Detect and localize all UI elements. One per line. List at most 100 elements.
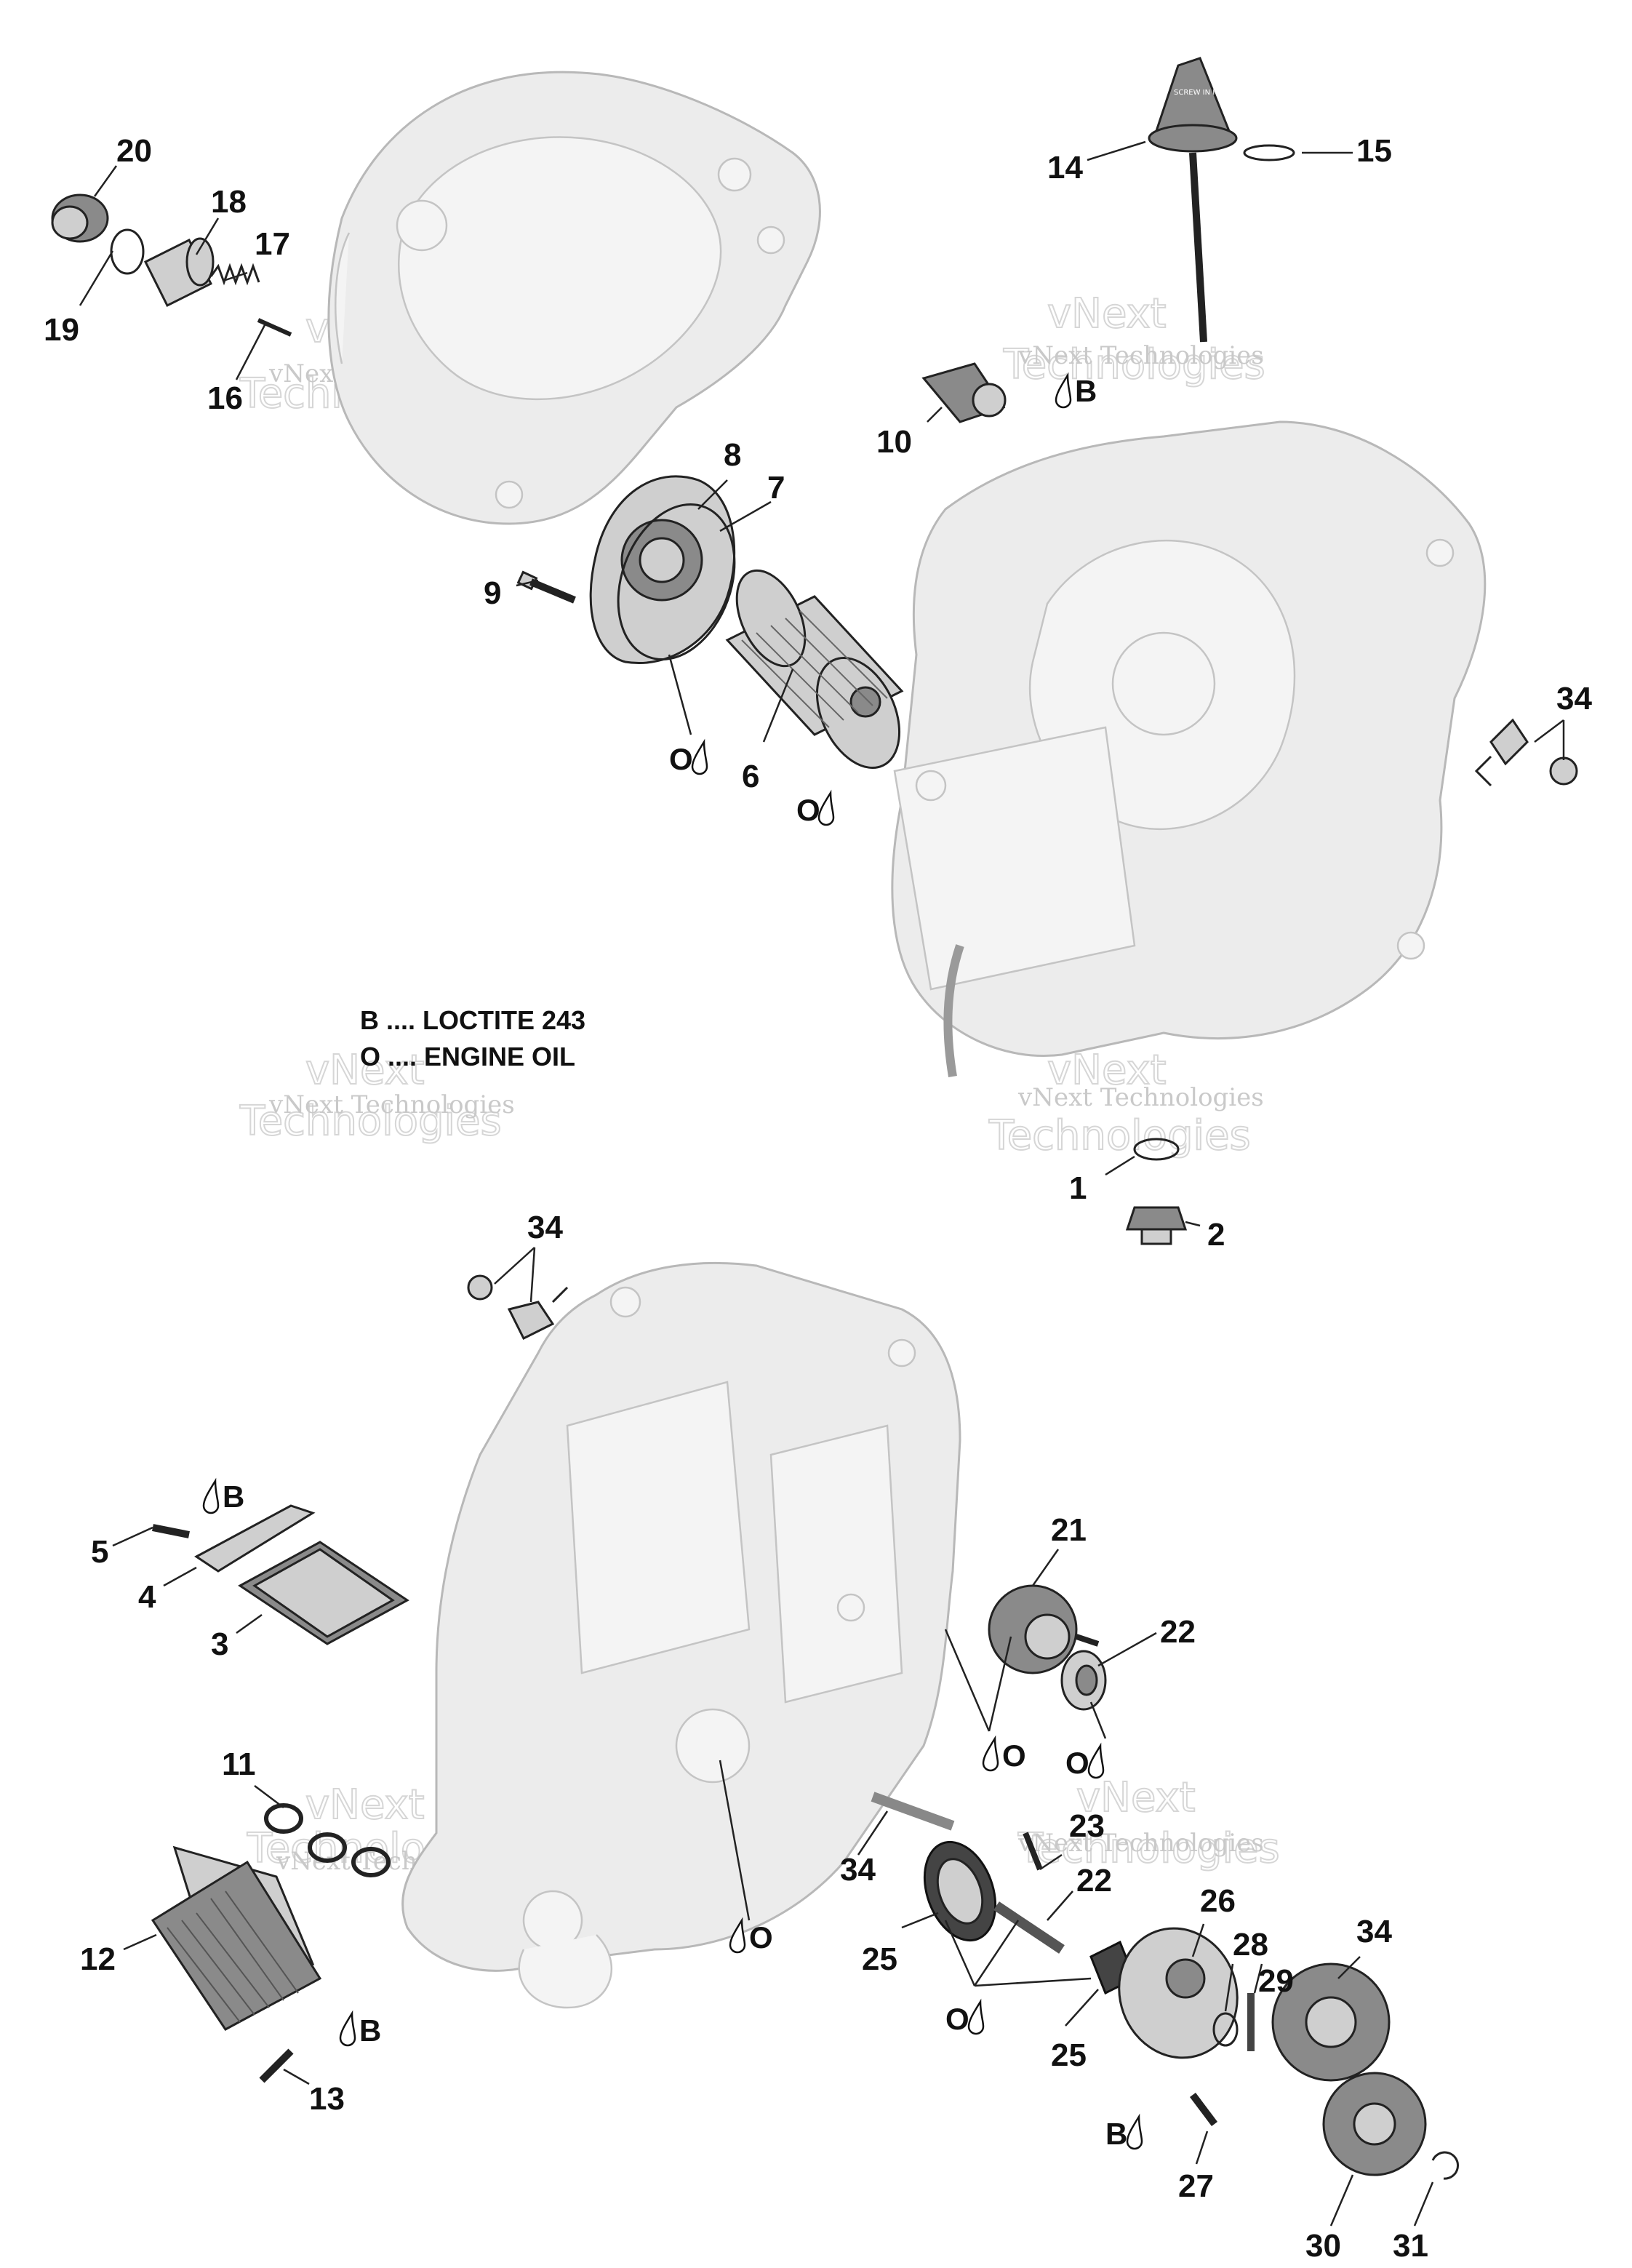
callout-4: 4 [138, 1579, 156, 1615]
callout-14: 14 [1047, 150, 1083, 185]
watermark-text: vNext [1047, 290, 1167, 338]
circlip-part-31 [1431, 2151, 1460, 2180]
bracket-part-4 [194, 1504, 316, 1573]
svg-text:B: B [1105, 2117, 1127, 2151]
watermark-text: vNext Technologies [1017, 1829, 1264, 1858]
seal-part-22 [1060, 1650, 1107, 1711]
loctite-symbol: B [1055, 372, 1097, 409]
svg-text:O: O [1002, 1738, 1026, 1773]
engine-oil-symbol: O [982, 1735, 1026, 1773]
oil-filter-cover-part-8 [589, 475, 736, 664]
callout-19: 19 [44, 312, 79, 348]
svg-text:B: B [359, 2013, 381, 2048]
leader-lines [79, 140, 1565, 2227]
callout-15: 15 [1356, 133, 1392, 169]
callout-25-outer: 25 [862, 1941, 897, 1977]
callout-33: 34 [1356, 1914, 1392, 1949]
engine-oil-symbol: O [729, 1917, 773, 1954]
callout-31: 31 [1393, 2228, 1428, 2264]
svg-text:B: B [1075, 374, 1097, 408]
loctite-symbol: B [1105, 2113, 1143, 2151]
svg-text:O: O [796, 793, 820, 827]
callout-17: 17 [255, 226, 290, 262]
callout-24: 23 [1069, 1808, 1105, 1844]
callout-6: 6 [742, 759, 759, 794]
shaft-part-32 [871, 1792, 955, 1831]
watermark-text: vNext Technologies [268, 1090, 515, 1119]
oil-cooler-part-12 [151, 1845, 322, 2031]
engine-oil-symbol: O [796, 789, 835, 827]
bolt-part-5 [152, 1524, 190, 1538]
bolt-part-9 [516, 570, 576, 604]
callout-10: 10 [876, 424, 912, 460]
bolt-part-13 [259, 2048, 294, 2083]
callout-28: 28 [1233, 1927, 1268, 1962]
engine-oil-symbol: O [945, 1998, 985, 2036]
o-ring-part-7 [617, 503, 736, 661]
callout-13: 13 [309, 2081, 345, 2117]
crankcase-lower-housing [401, 1261, 961, 2009]
gear-part-30 [1322, 2072, 1427, 2176]
callout-23: 22 [1076, 1863, 1112, 1898]
bolt-part-27 [1190, 2093, 1217, 2126]
svg-text:O: O [945, 2002, 969, 2036]
crankcase-upper-housing [891, 420, 1487, 1077]
callout-5: 5 [91, 1534, 108, 1570]
callout-12: 12 [80, 1941, 116, 1977]
rotor-part-25-outer [923, 1840, 997, 1942]
dowel-part-24 [1023, 1832, 1043, 1871]
clip-part-34-lower [467, 1274, 569, 1341]
legend-engine-oil: O .... ENGINE OIL [360, 1042, 575, 1071]
watermark-text: vNext [1076, 1774, 1196, 1821]
callout-27: 27 [1178, 2168, 1214, 2204]
dipstick-label: SCREW IN FOR OIL CHECK [1174, 89, 1269, 97]
callout-11: 11 [222, 1746, 256, 1782]
gasket-part-3 [238, 1541, 409, 1645]
callout-2: 2 [1207, 1217, 1225, 1253]
callout-7: 7 [767, 470, 785, 506]
svg-text:O: O [749, 1920, 773, 1954]
callout-9: 9 [484, 575, 501, 611]
dipstick-part-14: SCREW IN FOR OIL CHECK [1148, 57, 1269, 343]
watermark-text: vNext [305, 1781, 425, 1829]
engine-oil-symbol: O [1065, 1742, 1105, 1780]
callout-34-lower: 34 [527, 1210, 563, 1245]
watermark-text: vNext [305, 1047, 425, 1094]
fitting-part-10 [921, 362, 1007, 423]
callout-18: 18 [211, 184, 247, 220]
clutch-cover-housing [327, 71, 821, 525]
pin-part-16 [257, 318, 292, 337]
loctite-symbol: B [339, 2010, 381, 2048]
callout-26: 26 [1200, 1883, 1236, 1919]
legend: B .... LOCTITE 243 O .... ENGINE OIL [360, 1005, 585, 1071]
loctite-symbol: B [202, 1477, 244, 1514]
o-ring-part-19 [110, 228, 145, 275]
oil-filter-part-6 [725, 569, 904, 770]
callout-21: 21 [1051, 1512, 1087, 1548]
callout-8: 8 [724, 437, 741, 473]
washer-part-28 [1212, 2012, 1239, 2047]
callout-25-inner: 25 [1051, 2037, 1087, 2073]
watermark-text: vNext Technologies [1017, 1083, 1264, 1112]
o-ring-part-1 [1133, 1138, 1180, 1161]
legend-loctite: B .... LOCTITE 243 [360, 1005, 585, 1035]
watermark-text: Technologies [988, 1112, 1251, 1159]
callout-16: 16 [207, 380, 243, 416]
shaft-part-23 [993, 1901, 1065, 1954]
pump-cover-part-26 [1118, 1927, 1239, 2059]
svg-text:O: O [669, 742, 693, 776]
callout-1: 1 [1069, 1170, 1087, 1206]
callout-30: 30 [1305, 2228, 1341, 2264]
o-ring-part-15 [1243, 144, 1295, 161]
clip-part-34-upper [1474, 718, 1578, 787]
callout-34-upper: 34 [1556, 681, 1592, 716]
callout-20: 20 [116, 133, 152, 169]
application-symbols: O O B B O O O [202, 372, 1143, 2151]
callout-labels: 20 18 17 19 16 14 15 10 8 7 9 6 34 1 2 3… [44, 133, 1592, 2264]
callout-3: 3 [211, 1626, 228, 1662]
engine-oil-symbol: O [669, 738, 708, 776]
gear-part-21 [988, 1584, 1100, 1674]
svg-text:B: B [223, 1480, 244, 1514]
watermark-text: Technologies [239, 1098, 502, 1145]
